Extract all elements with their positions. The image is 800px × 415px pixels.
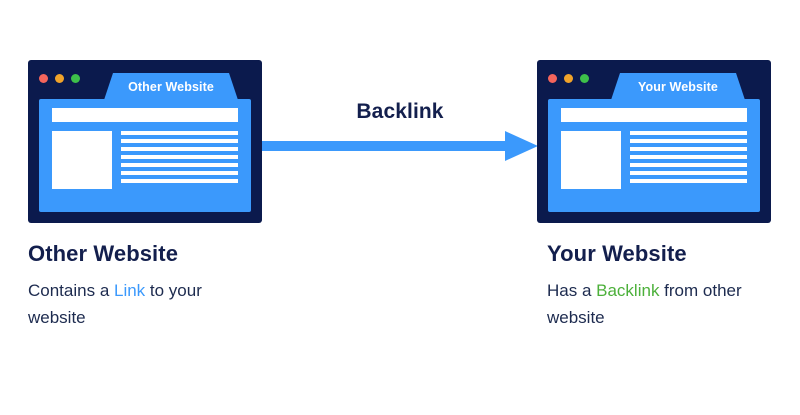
page-text-line — [630, 163, 747, 167]
browser-window-your-website: Your Website — [537, 60, 771, 223]
caption-body-after: from other website — [547, 280, 742, 328]
page-text-line — [121, 171, 238, 175]
caption-other-website: Other Website Contains a Link to your we… — [28, 240, 298, 332]
caption-highlight-backlink: Backlink — [596, 280, 660, 300]
caption-title: Your Website — [547, 241, 687, 266]
page-header-bar — [52, 108, 238, 122]
page-text-line — [121, 155, 238, 159]
page-image-placeholder — [52, 131, 112, 189]
caption-body-after: to your website — [28, 280, 202, 328]
caption-body-before: Contains a — [28, 280, 114, 300]
page-text-line — [630, 139, 747, 143]
page-text-line — [630, 147, 747, 151]
browser-titlebar: Your Website — [537, 60, 771, 100]
page-text-line — [121, 179, 238, 183]
minimize-dot-icon[interactable] — [564, 74, 573, 83]
page-text-line — [121, 163, 238, 167]
arrow-label: Backlink — [356, 100, 444, 123]
browser-viewport — [39, 99, 251, 212]
page-header-bar — [561, 108, 747, 122]
close-dot-icon[interactable] — [39, 74, 48, 83]
backlink-arrow — [262, 129, 538, 163]
browser-viewport — [548, 99, 760, 212]
browser-tab-other-website[interactable]: Other Website — [104, 73, 238, 100]
page-text-lines — [121, 131, 238, 183]
browser-tab-label: Your Website — [638, 79, 718, 94]
maximize-dot-icon[interactable] — [71, 74, 80, 83]
caption-body: Contains a Link to your website — [28, 277, 260, 332]
page-text-line — [630, 179, 747, 183]
page-text-line — [121, 139, 238, 143]
browser-titlebar: Other Website — [28, 60, 262, 100]
browser-window-other-website: Other Website — [28, 60, 262, 223]
close-dot-icon[interactable] — [548, 74, 557, 83]
minimize-dot-icon[interactable] — [55, 74, 64, 83]
page-image-placeholder — [561, 131, 621, 189]
caption-body-before: Has a — [547, 280, 597, 300]
page-text-line — [630, 155, 747, 159]
browser-tab-your-website[interactable]: Your Website — [611, 73, 745, 100]
window-controls — [39, 74, 80, 83]
page-text-line — [121, 131, 238, 135]
page-text-line — [121, 147, 238, 151]
page-text-lines — [630, 131, 747, 183]
page-text-line — [630, 131, 747, 135]
caption-your-website: Your Website Has a Backlink from other w… — [547, 240, 800, 332]
maximize-dot-icon[interactable] — [580, 74, 589, 83]
browser-tab-label: Other Website — [128, 79, 214, 94]
caption-body: Has a Backlink from other website — [547, 277, 779, 332]
window-controls — [548, 74, 589, 83]
page-text-line — [630, 171, 747, 175]
caption-highlight-link: Link — [114, 280, 146, 300]
caption-title: Other Website — [28, 241, 179, 266]
